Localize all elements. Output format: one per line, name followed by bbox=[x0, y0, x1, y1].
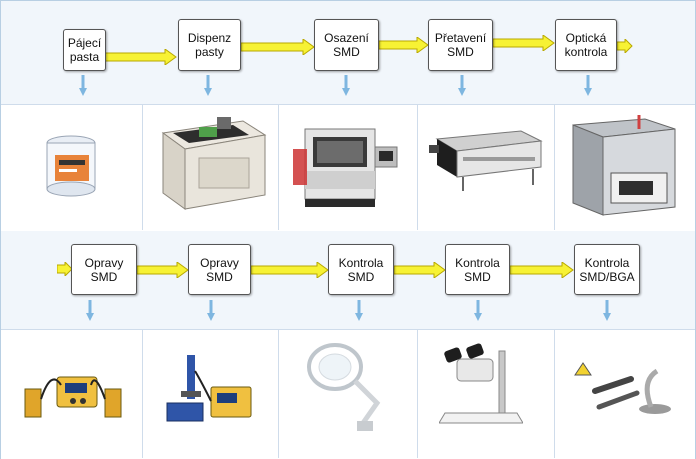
down-arrow bbox=[584, 75, 592, 96]
flow-arrow bbox=[251, 262, 329, 278]
flow-arrow bbox=[137, 262, 189, 278]
column-divider bbox=[142, 330, 143, 458]
magnifier-lamp-photo bbox=[307, 343, 381, 431]
optical-inspection-machine-photo bbox=[572, 115, 676, 216]
bga-inspection-scope-photo bbox=[574, 362, 671, 414]
down-arrow bbox=[79, 75, 87, 96]
column-divider bbox=[142, 105, 143, 230]
flow-arrow bbox=[379, 37, 429, 53]
down-arrow bbox=[86, 300, 94, 321]
down-arrow bbox=[355, 300, 363, 321]
flow-arrow bbox=[617, 39, 633, 53]
flow-arrow bbox=[394, 262, 446, 278]
hot-air-rework-station-photo bbox=[166, 355, 252, 422]
reflow-oven-photo bbox=[429, 130, 543, 191]
rework-soldering-station-photo bbox=[24, 376, 122, 418]
column-divider bbox=[278, 330, 279, 458]
down-arrow bbox=[204, 75, 212, 96]
step-box-optical-inspection: Optická kontrola bbox=[555, 19, 617, 71]
pick-and-place-machine-photo bbox=[293, 128, 398, 207]
column-divider bbox=[417, 105, 418, 230]
step-box-smd-inspection: Kontrola SMD bbox=[445, 244, 510, 295]
down-arrow bbox=[603, 300, 611, 321]
down-arrow bbox=[474, 300, 482, 321]
step-box-solder-paste: Pájecí pasta bbox=[63, 29, 106, 71]
flow-arrow bbox=[510, 262, 574, 278]
flow-arrow bbox=[241, 39, 315, 55]
step-box-smd-placement: Osazení SMD bbox=[314, 19, 379, 71]
solder-paste-jar-photo bbox=[46, 135, 96, 197]
flow-arrow bbox=[105, 49, 177, 65]
step-box-smd-repair: Opravy SMD bbox=[71, 244, 137, 295]
column-divider bbox=[554, 105, 555, 230]
step-box-smd-repair: Opravy SMD bbox=[188, 244, 251, 295]
step-box-smd-bga-inspection: Kontrola SMD/BGA bbox=[574, 244, 640, 295]
paste-dispenser-photo bbox=[161, 117, 267, 210]
flow-arrow bbox=[57, 262, 73, 276]
column-divider bbox=[417, 330, 418, 458]
column-divider bbox=[278, 105, 279, 230]
down-arrow bbox=[458, 75, 466, 96]
down-arrow bbox=[342, 75, 350, 96]
step-box-reflow: Přetavení SMD bbox=[428, 19, 493, 71]
step-box-smd-inspection: Kontrola SMD bbox=[328, 244, 394, 295]
down-arrow bbox=[207, 300, 215, 321]
flow-arrow bbox=[493, 35, 555, 51]
column-divider bbox=[554, 330, 555, 458]
stereo-microscope-photo bbox=[439, 343, 523, 424]
step-box-paste-dispensing: Dispenz pasty bbox=[178, 19, 241, 71]
